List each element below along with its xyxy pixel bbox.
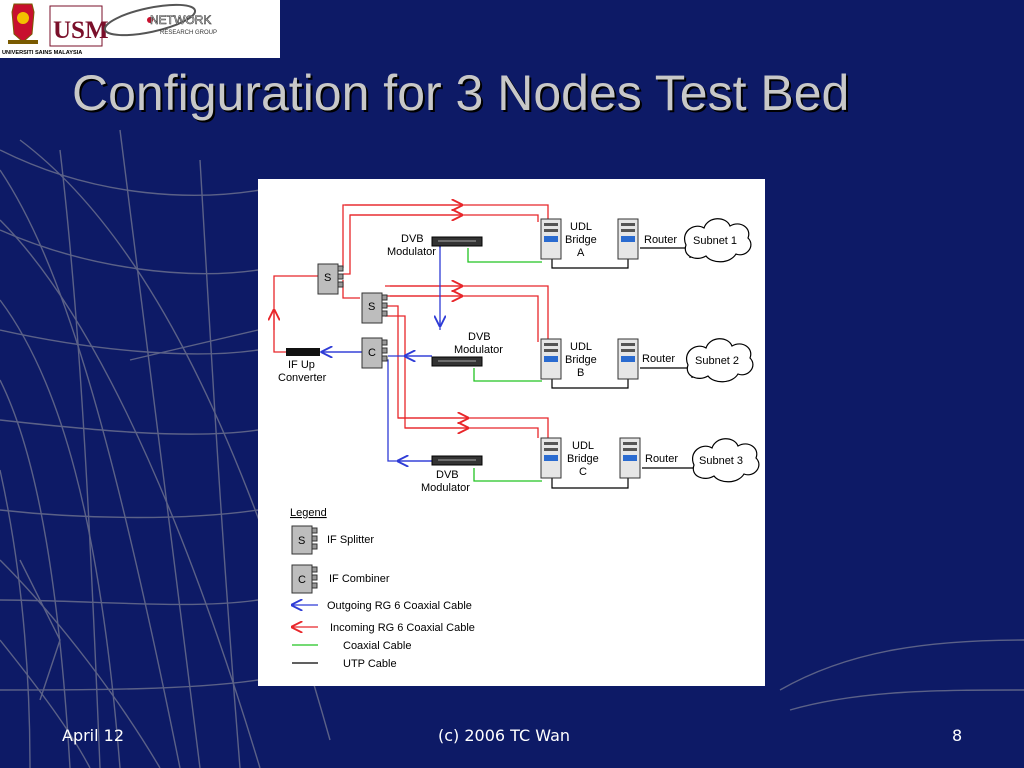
router-b: Router: [617, 338, 675, 380]
svg-text:UDL: UDL: [570, 341, 592, 353]
dvb-modulator-a: DVB Modulator: [387, 233, 483, 258]
legend-splitter: S IF Splitter: [291, 525, 374, 555]
svg-text:Modulator: Modulator: [421, 482, 470, 494]
svg-text:Outgoing RG 6 Coaxial Cable: Outgoing RG 6 Coaxial Cable: [327, 600, 472, 612]
svg-text:B: B: [577, 367, 584, 379]
svg-text:A: A: [577, 247, 585, 259]
legend: Legend S IF Splitter C IF Combiner Outgo…: [290, 507, 475, 670]
svg-text:DVB: DVB: [468, 331, 491, 343]
svg-text:UDL: UDL: [570, 221, 592, 233]
svg-text:IF Combiner: IF Combiner: [329, 573, 390, 585]
svg-text:Router: Router: [644, 234, 677, 246]
svg-text:C: C: [368, 347, 376, 359]
svg-text:S: S: [298, 535, 305, 547]
svg-text:Incoming RG 6 Coaxial Cable: Incoming RG 6 Coaxial Cable: [330, 622, 475, 634]
coaxial-cables: [467, 248, 542, 482]
if-splitter-middle: S: [361, 292, 388, 324]
svg-text:Router: Router: [645, 453, 678, 465]
svg-text:Subnet 1: Subnet 1: [693, 235, 737, 247]
svg-text:Bridge: Bridge: [567, 453, 599, 465]
udl-bridge-b: UDL Bridge B: [540, 338, 597, 380]
svg-text:Coaxial Cable: Coaxial Cable: [343, 640, 411, 652]
udl-bridge-c: UDL Bridge C: [540, 437, 599, 479]
footer-date: April 12: [62, 726, 125, 745]
udl-bridge-a: UDL Bridge A: [540, 218, 597, 260]
svg-text:UDL: UDL: [572, 440, 594, 452]
router-c: Router: [619, 437, 678, 479]
if-up-converter-label-2: Converter: [278, 372, 327, 384]
if-splitter-top: S: [317, 263, 344, 295]
svg-text:C: C: [298, 574, 306, 586]
legend-outgoing: Outgoing RG 6 Coaxial Cable: [292, 600, 472, 612]
svg-text:DVB: DVB: [401, 233, 424, 245]
legend-combiner: C IF Combiner: [291, 564, 390, 594]
if-up-converter-label-1: IF Up: [288, 359, 315, 371]
svg-text:Bridge: Bridge: [565, 354, 597, 366]
svg-text:S: S: [368, 301, 375, 313]
network-diagram: S S C IF Up Converter DVB Modulator DVB …: [258, 179, 765, 686]
dvb-modulator-b: DVB Modulator: [431, 331, 503, 367]
svg-text:S: S: [324, 272, 331, 284]
network-logo-text: NETWORK: [150, 13, 211, 27]
svg-text:Bridge: Bridge: [565, 234, 597, 246]
legend-coaxial: Coaxial Cable: [292, 640, 411, 652]
svg-text:Modulator: Modulator: [387, 246, 436, 258]
legend-title: Legend: [290, 507, 327, 519]
network-research-group-logo: NETWORK RESEARCH GROUP: [103, 3, 217, 37]
subnet-cloud-3: Subnet 3: [692, 438, 760, 483]
footer-copyright: (c) 2006 TC Wan: [438, 726, 571, 745]
svg-text:UTP Cable: UTP Cable: [343, 658, 397, 670]
svg-text:IF Splitter: IF Splitter: [327, 534, 374, 546]
svg-text:Subnet 2: Subnet 2: [695, 355, 739, 367]
usm-crest-logo: [8, 3, 38, 44]
dvb-modulator-c: DVB Modulator: [421, 455, 483, 494]
legend-incoming: Incoming RG 6 Coaxial Cable: [292, 622, 475, 634]
footer-page-number: 8: [952, 726, 963, 745]
university-name: UNIVERSITI SAINS MALAYSIA: [2, 50, 82, 56]
svg-text:C: C: [579, 466, 587, 478]
subnet-cloud-2: Subnet 2: [686, 338, 754, 383]
logo-header: UNIVERSITI SAINS MALAYSIA USM NETWORK RE…: [0, 0, 280, 58]
svg-text:Subnet 3: Subnet 3: [699, 455, 743, 467]
network-logo-subtext: RESEARCH GROUP: [160, 30, 217, 36]
svg-text:Modulator: Modulator: [454, 344, 503, 356]
if-combiner: C: [361, 337, 388, 369]
if-up-converter-device: [286, 348, 320, 356]
usm-logo-text: USM: [53, 17, 109, 44]
incoming-cables: [274, 205, 549, 438]
legend-utp: UTP Cable: [292, 658, 397, 670]
subnet-cloud-1: Subnet 1: [684, 218, 752, 263]
svg-text:DVB: DVB: [436, 469, 459, 481]
slide-title: Configuration for 3 Nodes Test Bed: [72, 65, 850, 121]
svg-text:Router: Router: [642, 353, 675, 365]
router-a: Router: [617, 218, 677, 260]
